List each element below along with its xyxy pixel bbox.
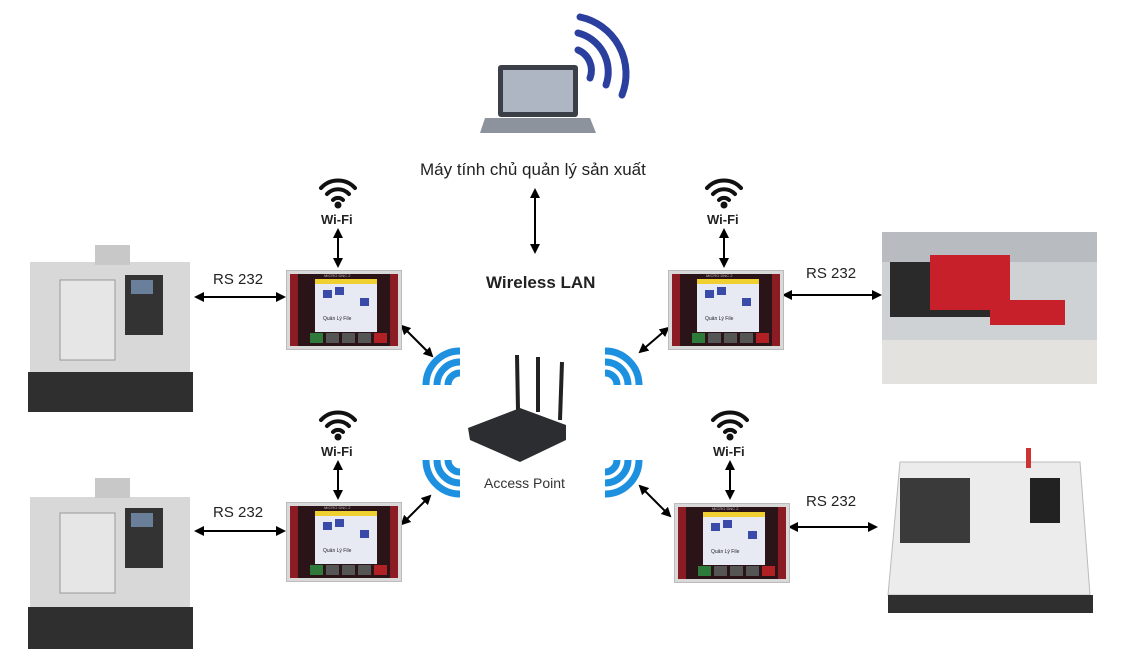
ap-wifi-arcs — [422, 347, 643, 498]
dnc-controller: MICRO DNC 2 Quản Lý File — [286, 270, 402, 350]
wifi-icon — [319, 178, 357, 209]
wifi-icon — [705, 178, 743, 209]
rs232-label: RS 232 — [213, 271, 264, 288]
wifi-label: Wi-Fi — [321, 444, 353, 459]
wifi-label: Wi-Fi — [321, 212, 353, 227]
dnc-controller: MICRO DNC 2 Quản Lý File — [674, 503, 790, 583]
wifi-arcs-top-left — [422, 347, 461, 386]
wireless-lan-label: Wireless LAN — [486, 273, 596, 292]
controller-screen: Quản Lý File — [315, 279, 377, 332]
wifi-icon — [319, 410, 357, 441]
wifi-arcs-bottom-right — [604, 459, 643, 498]
dnc-controller: MICRO DNC 2 Quản Lý File — [286, 502, 402, 582]
turret-punch-press-photo — [882, 232, 1097, 384]
controller-screen: Quản Lý File — [697, 279, 759, 332]
dnc-controller: MICRO DNC 2 Quản Lý File — [668, 270, 784, 350]
wifi-label: Wi-Fi — [707, 212, 739, 227]
cnc-milling-machine-bottom — [28, 478, 193, 649]
laptop-icon — [480, 65, 596, 133]
rs232-label: RS 232 — [213, 504, 264, 521]
controller-screen: Quản Lý File — [315, 511, 377, 564]
controller-screen: Quản Lý File — [703, 512, 765, 565]
connection-arrows — [194, 188, 882, 536]
laptop-wifi-icon — [574, 13, 630, 99]
controller-wifi-icons — [319, 178, 749, 441]
wifi-label: Wi-Fi — [713, 444, 745, 459]
cnc-lathe — [887, 448, 1093, 613]
cnc-milling-machine-top — [28, 245, 193, 412]
wifi-icon — [711, 410, 749, 441]
access-point-label: Access Point — [484, 475, 565, 491]
server-label: Máy tính chủ quản lý sản xuất — [420, 160, 646, 179]
router-icon — [468, 354, 566, 462]
rs232-label: RS 232 — [806, 265, 857, 282]
wifi-arcs-bottom-left — [422, 459, 461, 498]
rs232-label: RS 232 — [806, 493, 857, 510]
wifi-arcs-top-right — [604, 347, 643, 386]
